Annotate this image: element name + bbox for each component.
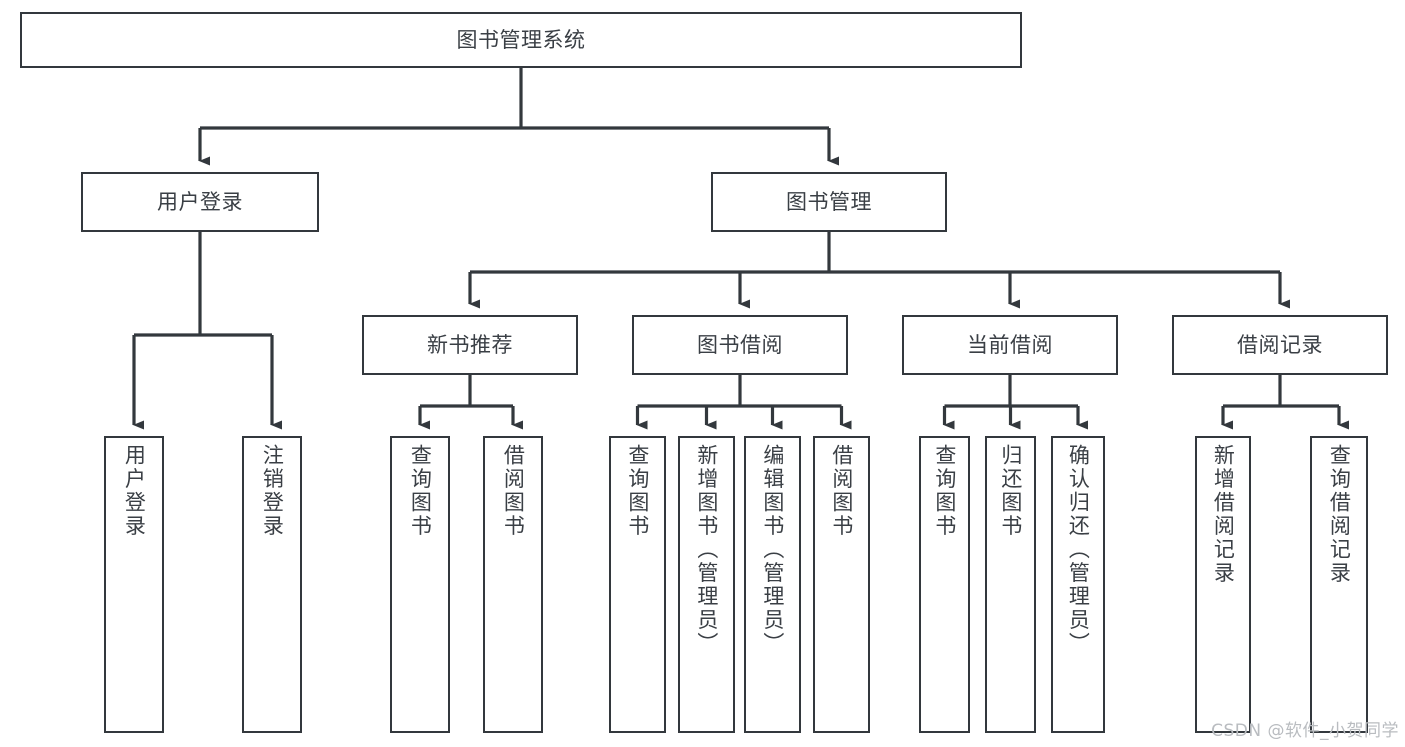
node-leaf-return-book[interactable]: 归还图书 — [985, 436, 1036, 733]
node-leaf-user-login[interactable]: 用户登录 — [104, 436, 164, 733]
node-new-book-rec[interactable]: 新书推荐 — [362, 315, 578, 375]
node-label-root: 图书管理系统 — [456, 27, 586, 52]
node-label-leaf-return-book: 归还图书 — [998, 444, 1023, 538]
node-label-leaf-query-record: 查询借阅记录 — [1327, 444, 1352, 585]
node-leaf-query-record[interactable]: 查询借阅记录 — [1310, 436, 1368, 733]
node-leaf-borrow-book-2[interactable]: 借阅图书 — [813, 436, 870, 733]
node-book-borrow[interactable]: 图书借阅 — [632, 315, 848, 375]
node-label-current-borrow: 当前借阅 — [967, 332, 1053, 357]
node-label-leaf-query-book-1: 查询图书 — [408, 444, 433, 538]
node-leaf-add-book[interactable]: 新增图书（管理员） — [678, 436, 735, 733]
node-book-manage[interactable]: 图书管理 — [711, 172, 947, 232]
node-label-leaf-confirm-ret: 确认归还（管理员） — [1066, 444, 1091, 656]
node-leaf-add-record[interactable]: 新增借阅记录 — [1195, 436, 1251, 733]
node-label-user-login: 用户登录 — [157, 189, 243, 214]
node-label-borrow-record: 借阅记录 — [1237, 332, 1323, 357]
node-label-leaf-borrow-book-1: 借阅图书 — [501, 444, 526, 538]
node-leaf-borrow-book-1[interactable]: 借阅图书 — [483, 436, 543, 733]
node-label-leaf-edit-book: 编辑图书（管理员） — [760, 444, 785, 656]
watermark-text: CSDN @软件_小贺同学 — [1211, 721, 1399, 741]
node-user-login[interactable]: 用户登录 — [81, 172, 319, 232]
node-root[interactable]: 图书管理系统 — [20, 12, 1022, 68]
node-leaf-edit-book[interactable]: 编辑图书（管理员） — [744, 436, 801, 733]
node-label-new-book-rec: 新书推荐 — [427, 332, 513, 357]
node-label-leaf-logout: 注销登录 — [260, 444, 285, 538]
node-label-book-manage: 图书管理 — [786, 189, 872, 214]
node-label-leaf-borrow-book-2: 借阅图书 — [829, 444, 854, 538]
node-leaf-logout[interactable]: 注销登录 — [242, 436, 302, 733]
node-leaf-query-book-3[interactable]: 查询图书 — [919, 436, 970, 733]
node-label-leaf-add-book: 新增图书（管理员） — [694, 444, 719, 656]
edge-layer — [132, 68, 1349, 430]
node-leaf-query-book-2[interactable]: 查询图书 — [609, 436, 666, 733]
node-label-book-borrow: 图书借阅 — [697, 332, 783, 357]
node-current-borrow[interactable]: 当前借阅 — [902, 315, 1118, 375]
node-label-leaf-query-book-2: 查询图书 — [625, 444, 650, 538]
node-borrow-record[interactable]: 借阅记录 — [1172, 315, 1388, 375]
node-label-leaf-query-book-3: 查询图书 — [932, 444, 957, 538]
node-label-leaf-add-record: 新增借阅记录 — [1211, 444, 1236, 585]
node-leaf-query-book-1[interactable]: 查询图书 — [390, 436, 450, 733]
node-leaf-confirm-ret[interactable]: 确认归还（管理员） — [1051, 436, 1105, 733]
node-label-leaf-user-login: 用户登录 — [122, 444, 147, 538]
